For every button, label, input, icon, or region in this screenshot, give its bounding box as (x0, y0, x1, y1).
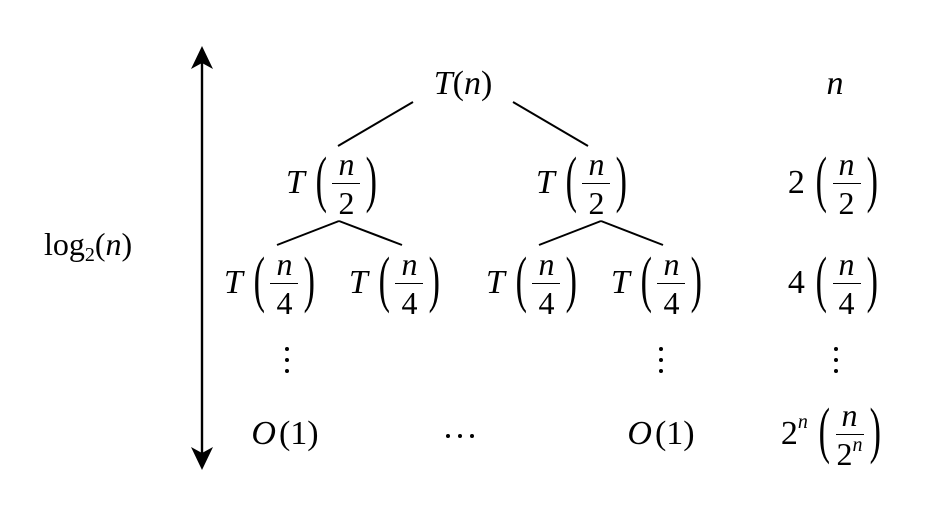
denominator: 2 (588, 184, 605, 221)
denominator: 2 (838, 184, 855, 221)
numerator: n (276, 245, 293, 282)
numerator: n (538, 245, 555, 282)
coef-base: 2 (780, 415, 798, 452)
edge-l1b-right (600, 220, 664, 246)
log-base: 2 (84, 244, 95, 266)
cost-coef: 2n (780, 412, 808, 452)
denominator: 2 (338, 184, 355, 221)
numerator: n (663, 245, 680, 282)
den-exponent: n (852, 433, 863, 456)
denominator: 4 (276, 284, 293, 321)
fn-symbol: T (223, 264, 243, 301)
numerator: n (838, 145, 855, 182)
edge-l1a-left (276, 220, 340, 246)
denominator: 4 (663, 284, 680, 321)
fn-arg: 1 (290, 415, 308, 452)
depth-axis-arrow (191, 46, 213, 470)
level-cost-0: n (810, 64, 860, 104)
vdots-costs (834, 347, 838, 373)
vdots-right (659, 347, 663, 373)
fn-symbol: T (285, 164, 305, 201)
edge-root-right (512, 101, 589, 147)
fn-symbol: O (251, 415, 276, 452)
cost-coef: 2 (787, 164, 805, 201)
tree-root-node: T(n) (433, 65, 493, 102)
hdots-leaves (446, 434, 474, 438)
tree-leaf-right: O(1) (627, 415, 695, 452)
denominator: 4 (401, 284, 418, 321)
numerator: n (841, 396, 858, 433)
numerator: n (401, 245, 418, 282)
log-fn: log (44, 226, 85, 262)
coef-exponent: n (797, 411, 808, 433)
vdots-left (285, 347, 289, 373)
cost-coef: 4 (787, 264, 805, 301)
edge-root-left (337, 101, 414, 147)
fn-symbol: T (485, 264, 505, 301)
fn-symbol: T (348, 264, 368, 301)
denominator: 4 (538, 284, 555, 321)
fn-symbol: T (610, 264, 630, 301)
tree-leaf-left: O(1) (251, 415, 319, 452)
edge-l1a-right (338, 220, 403, 246)
den-base: 2 (836, 435, 853, 472)
denominator: 2n (837, 435, 863, 470)
denominator: 4 (838, 284, 855, 321)
numerator: n (838, 245, 855, 282)
numerator: n (338, 145, 355, 182)
edge-l1b-left (538, 220, 602, 246)
log-arg: n (105, 226, 122, 262)
fn-arg: 1 (666, 415, 684, 452)
fn-symbol: T (433, 65, 453, 102)
depth-label: log2(n) (44, 226, 133, 266)
fn-symbol: T (535, 164, 555, 201)
cost-value: n (826, 65, 844, 102)
numerator: n (588, 145, 605, 182)
fn-arg: n (463, 65, 481, 102)
fn-symbol: O (627, 415, 652, 452)
